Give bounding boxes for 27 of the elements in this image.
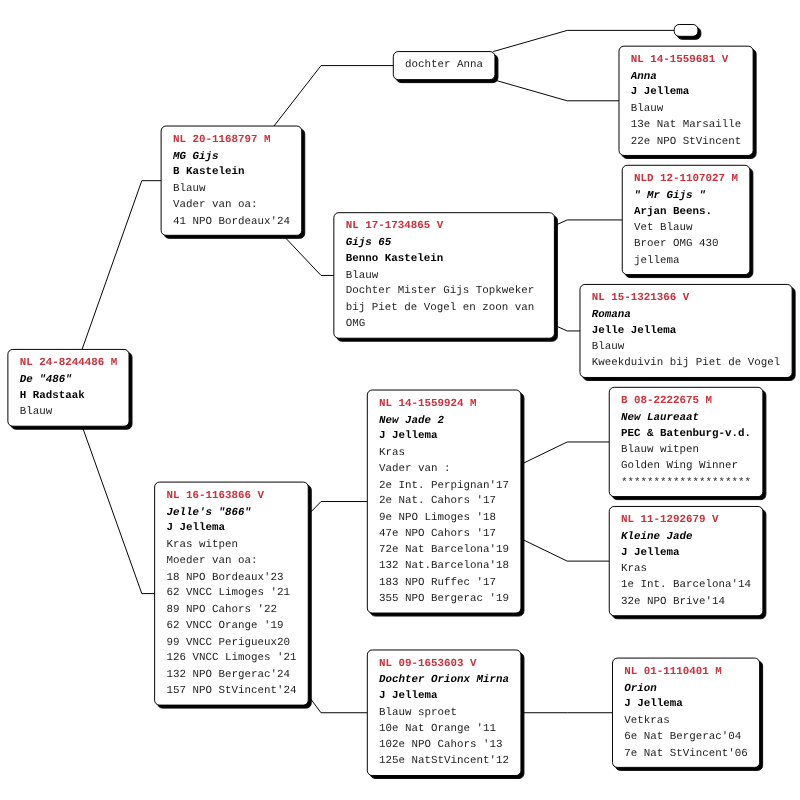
connector-line: [553, 219, 623, 227]
pedigree-card: [154, 481, 309, 706]
connector-line: [282, 234, 335, 276]
connector-line: [492, 29, 675, 53]
connector-line: [520, 538, 610, 562]
pedigree-card: [579, 283, 793, 378]
pedigree-card: [608, 505, 764, 617]
pedigree-card: [366, 389, 522, 614]
pedigree-card: [7, 348, 130, 427]
connector-line: [81, 180, 162, 350]
connector-line: [520, 441, 610, 465]
pedigree-card: [673, 24, 699, 37]
connector-line: [273, 65, 394, 127]
connector-line: [81, 425, 156, 595]
connector-line: [307, 695, 368, 714]
pedigree-card: [621, 164, 751, 276]
pedigree-card: [612, 657, 761, 768]
pedigree-card: [333, 212, 555, 339]
pedigree-card: [608, 386, 764, 498]
pedigree-card: [366, 649, 522, 776]
pedigree-card: [618, 45, 754, 156]
pedigree-card: [160, 125, 303, 236]
connector-line: [520, 712, 613, 714]
connector-line: [492, 79, 620, 102]
connector-line: [553, 324, 581, 332]
connector-line: [307, 501, 368, 516]
pedigree-card: [392, 51, 496, 81]
